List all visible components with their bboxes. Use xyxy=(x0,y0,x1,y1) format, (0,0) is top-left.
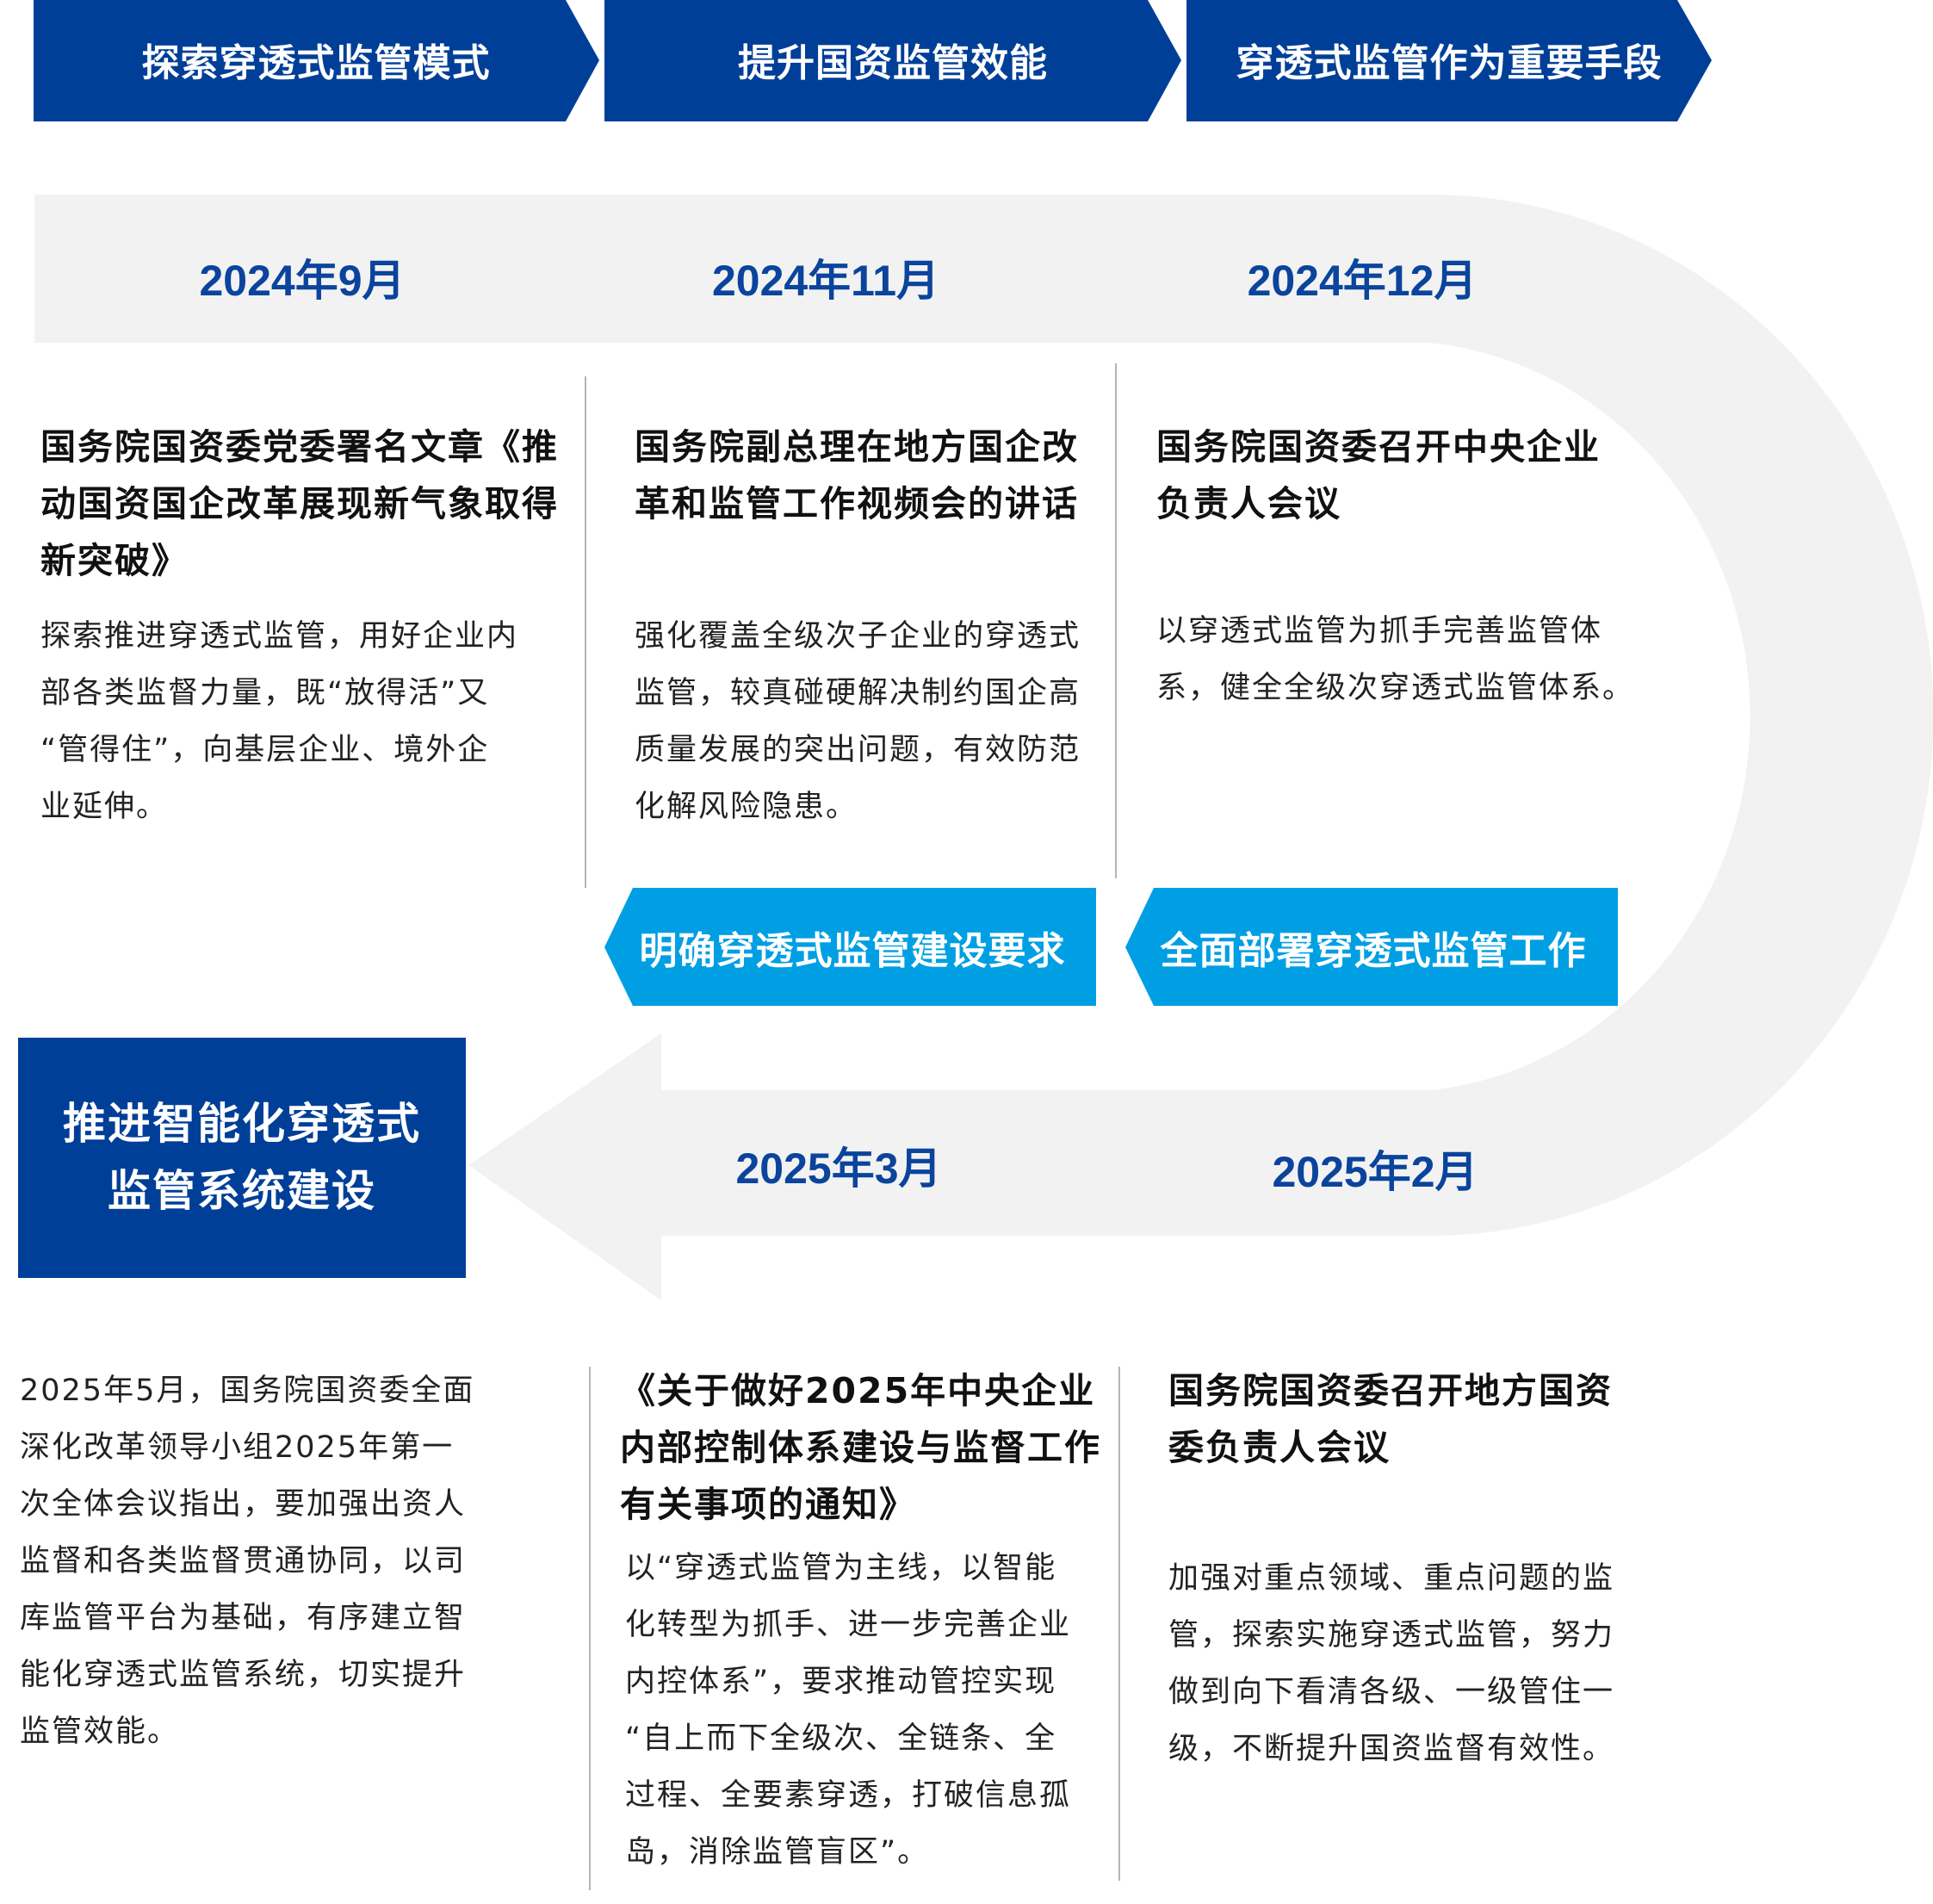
date-2024-11: 2024年11月 xyxy=(711,257,940,305)
body-line: 管，探索实施穿透式监管，努力 xyxy=(1168,1618,1615,1653)
stage-label-3: 穿透式监管作为重要手段 xyxy=(1236,41,1663,85)
body-line: 库监管平台为基础，有序建立智 xyxy=(20,1601,467,1635)
event-2025-02: 国务院国资委召开地方国资 委负责人会议 加强对重点领域、重点问题的监 管，探索实… xyxy=(1168,1362,1685,1777)
final-box xyxy=(18,1038,466,1278)
title-line: 国务院国资委党委署名文章《推 xyxy=(40,426,559,468)
title-line: 负责人会议 xyxy=(1156,483,1341,524)
column-divider xyxy=(585,376,586,888)
body-line: 部各类监督力量，既“放得活”又 xyxy=(40,676,490,710)
event-body: 探索推进穿透式监管，用好企业内 部各类监督力量，既“放得活”又 “管得住”，向基… xyxy=(40,608,574,835)
body-line: 化转型为抓手、进一步完善企业 xyxy=(625,1608,1072,1642)
stage-label-2: 提升国资监管效能 xyxy=(738,41,1048,85)
body-line: 以“穿透式监管为主线，以智能 xyxy=(625,1551,1057,1585)
body-line: 深化改革领导小组2025年第一 xyxy=(20,1430,455,1465)
badge-1 xyxy=(604,888,1096,1006)
body-line: 监管，较真碰硬解决制约国企高 xyxy=(635,676,1081,710)
event-title: 国务院国资委党委署名文章《推 动国资国企改革展现新气象取得 新突破》 xyxy=(40,419,574,589)
body-line: 业延伸。 xyxy=(40,790,169,824)
event-2025-03: 《关于做好2025年中央企业 内部控制体系建设与监督工作 有关事项的通知》 以“… xyxy=(620,1362,1119,1881)
body-line: 监管效能。 xyxy=(20,1715,180,1749)
event-title: 《关于做好2025年中央企业 内部控制体系建设与监督工作 有关事项的通知》 xyxy=(620,1362,1119,1533)
body-line: 强化覆盖全级次子企业的穿透式 xyxy=(635,619,1081,654)
body-line: 质量发展的突出问题，有效防范 xyxy=(635,733,1081,767)
event-title: 国务院国资委召开地方国资 委负责人会议 xyxy=(1168,1362,1685,1476)
event-body: 以穿透式监管为抓手完善监管体 系，健全全级次穿透式监管体系。 xyxy=(1156,603,1673,716)
body-line: 内控体系”，要求推动管控实现 xyxy=(625,1665,1057,1699)
badge-label-1: 明确穿透式监管建设要求 xyxy=(639,929,1066,973)
title-line: 革和监管工作视频会的讲话 xyxy=(635,483,1079,524)
column-divider xyxy=(1118,1367,1120,1881)
column-divider xyxy=(1115,363,1117,878)
final-line: 推进智能化穿透式 xyxy=(63,1099,421,1149)
stage-banner-2 xyxy=(604,0,1181,121)
title-line: 委负责人会议 xyxy=(1168,1427,1391,1468)
body-line: “自上而下全级次、全链条、全 xyxy=(625,1721,1057,1756)
body-line: 2025年5月，国务院国资委全面 xyxy=(20,1374,475,1408)
body-line: 做到向下看清各级、一级管住一 xyxy=(1168,1675,1615,1709)
event-title: 国务院国资委召开中央企业 负责人会议 xyxy=(1156,419,1673,532)
final-box-label: 推进智能化穿透式 监管系统建设 xyxy=(18,1090,466,1225)
event-body: 加强对重点领域、重点问题的监 管，探索实施穿透式监管，努力 做到向下看清各级、一… xyxy=(1168,1550,1685,1777)
body-line: 次全体会议指出，要加强出资人 xyxy=(20,1487,467,1522)
event-body: 强化覆盖全级次子企业的穿透式 监管，较真碰硬解决制约国企高 质量发展的突出问题，… xyxy=(635,608,1117,835)
date-2024-09: 2024年9月 xyxy=(199,257,406,305)
title-line: 国务院国资委召开中央企业 xyxy=(1156,426,1601,468)
body-line: 加强对重点领域、重点问题的监 xyxy=(1168,1561,1615,1596)
stage-banner-1 xyxy=(34,0,599,121)
badge-label-2: 全面部署穿透式监管工作 xyxy=(1160,929,1587,973)
title-line: 有关事项的通知》 xyxy=(620,1484,916,1525)
event-2024-11: 国务院副总理在地方国企改 革和监管工作视频会的讲话 强化覆盖全级次子企业的穿透式… xyxy=(635,419,1117,835)
column-divider xyxy=(589,1367,591,1890)
body-line: 岛，消除监管盲区”。 xyxy=(625,1835,930,1870)
event-2024-12: 国务院国资委召开中央企业 负责人会议 以穿透式监管为抓手完善监管体 系，健全全级… xyxy=(1156,419,1673,716)
event-2024-09: 国务院国资委党委署名文章《推 动国资国企改革展现新气象取得 新突破》 探索推进穿… xyxy=(40,419,574,835)
timeline-band xyxy=(34,195,1933,1300)
title-line: 动国资国企改革展现新气象取得 xyxy=(40,483,559,524)
event-2025-05: 2025年5月，国务院国资委全面 深化改革领导小组2025年第一 次全体会议指出… xyxy=(20,1362,554,1760)
date-2025-02: 2025年2月 xyxy=(1272,1148,1478,1196)
body-line: 能化穿透式监管系统，切实提升 xyxy=(20,1658,467,1692)
badge-2 xyxy=(1125,888,1618,1006)
body-line: 系，健全全级次穿透式监管体系。 xyxy=(1156,671,1635,705)
date-2025-03: 2025年3月 xyxy=(735,1144,942,1193)
event-body: 以“穿透式监管为主线，以智能 化转型为抓手、进一步完善企业 内控体系”，要求推动… xyxy=(620,1540,1119,1881)
title-line: 内部控制体系建设与监督工作 xyxy=(620,1427,1101,1468)
title-line: 《关于做好2025年中央企业 xyxy=(620,1370,1096,1411)
body-line: 化解风险隐患。 xyxy=(635,790,858,824)
date-2024-12: 2024年12月 xyxy=(1247,257,1478,305)
final-line: 监管系统建设 xyxy=(108,1166,376,1216)
body-line: 过程、全要素穿透，打破信息孤 xyxy=(625,1778,1072,1813)
body-line: 级，不断提升国资监督有效性。 xyxy=(1168,1732,1615,1766)
stage-label-1: 探索穿透式监管模式 xyxy=(141,41,491,85)
title-line: 新突破》 xyxy=(40,540,189,581)
stage-banner-3 xyxy=(1186,0,1712,121)
title-line: 国务院国资委召开地方国资 xyxy=(1168,1370,1613,1411)
event-body: 2025年5月，国务院国资委全面 深化改革领导小组2025年第一 次全体会议指出… xyxy=(20,1362,554,1760)
event-title: 国务院副总理在地方国企改 革和监管工作视频会的讲话 xyxy=(635,419,1117,532)
body-line: “管得住”，向基层企业、境外企 xyxy=(40,733,490,767)
title-line: 国务院副总理在地方国企改 xyxy=(635,426,1079,468)
body-line: 探索推进穿透式监管，用好企业内 xyxy=(40,619,519,654)
body-line: 以穿透式监管为抓手完善监管体 xyxy=(1156,614,1603,648)
body-line: 监督和各类监督贯通协同，以司 xyxy=(20,1544,467,1578)
